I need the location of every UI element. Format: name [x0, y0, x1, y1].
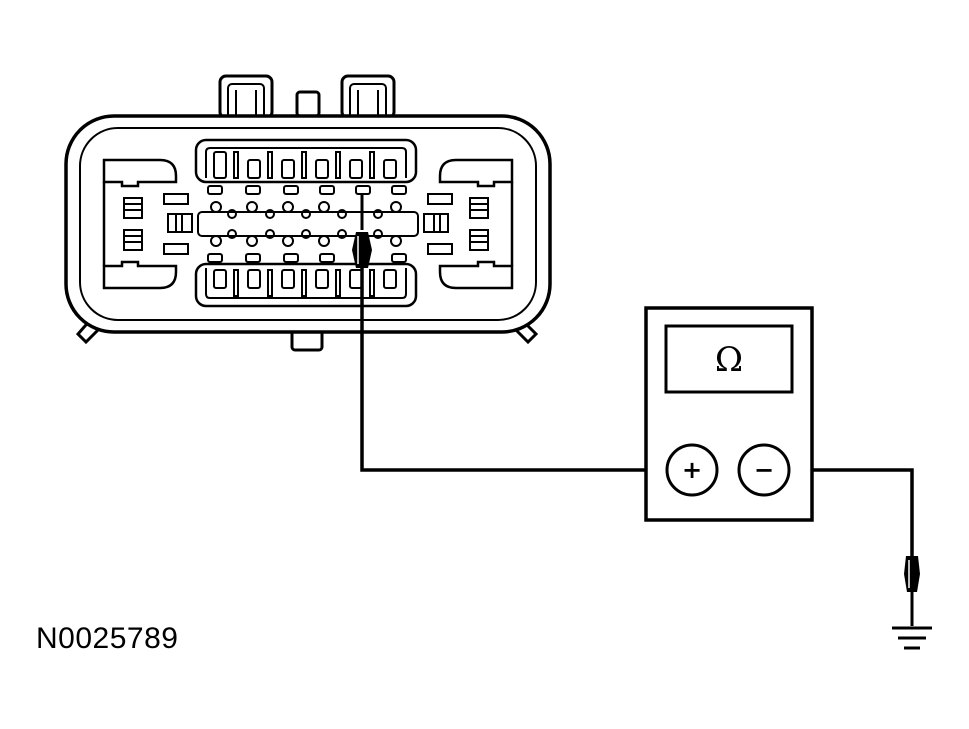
test-probe	[352, 194, 372, 268]
negative-test-lead	[790, 468, 914, 556]
ground-probe	[904, 556, 920, 626]
figure-id-label: N0025789	[36, 622, 179, 655]
upper-terminal-slots	[213, 151, 397, 179]
top-latch-left	[218, 74, 274, 120]
terminal-row-upper	[194, 138, 418, 184]
ohmmeter-display	[664, 324, 794, 394]
side-keys-left	[163, 193, 193, 255]
center-pin-rows	[197, 185, 419, 263]
grip-ribs-right	[469, 197, 489, 251]
side-keys-right	[423, 193, 453, 255]
negative-terminal	[737, 443, 791, 497]
side-block-left	[102, 158, 178, 290]
connector-outer-shell	[64, 114, 552, 334]
top-latch-center	[295, 90, 321, 118]
positive-test-lead	[360, 268, 666, 472]
positive-terminal-label: +	[682, 456, 702, 484]
lower-terminal-slots	[213, 269, 397, 297]
ground-symbol	[892, 626, 932, 650]
ohm-symbol: Ω	[715, 340, 743, 380]
ohmmeter: Ω + −	[644, 306, 814, 522]
side-block-right	[438, 158, 514, 290]
terminal-row-lower	[194, 262, 418, 308]
grip-ribs-left	[123, 197, 143, 251]
positive-terminal	[665, 443, 719, 497]
wiring-connector	[64, 74, 552, 352]
negative-terminal-label: −	[754, 456, 774, 484]
connector-inner-shell	[79, 127, 537, 321]
top-latch-right	[340, 74, 396, 120]
